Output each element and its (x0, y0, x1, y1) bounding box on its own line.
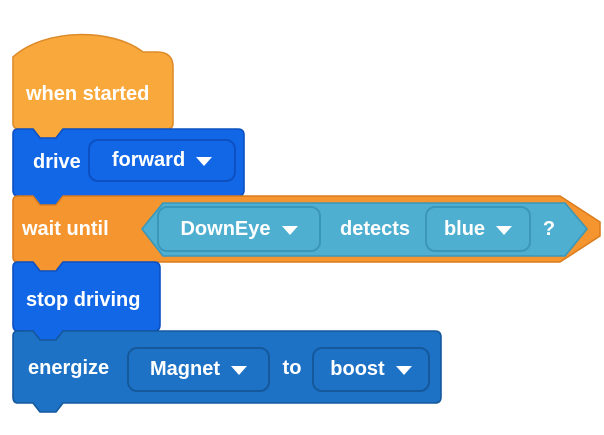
dropdown-caret-icon (281, 225, 298, 235)
stop-driving-label: stop driving (26, 289, 141, 311)
drive-direction-dropdown[interactable]: forward (88, 139, 236, 182)
drive-direction-value: forward (111, 149, 186, 171)
magnet-mode-dropdown[interactable]: boost (312, 347, 430, 392)
magnet-mode-value: boost (330, 358, 385, 380)
sensor-value: DownEye (180, 217, 271, 240)
drive-label: drive (33, 151, 81, 173)
dropdown-caret-icon (395, 366, 412, 375)
question-mark-label: ? (542, 218, 556, 240)
when-started-label: when started (26, 83, 150, 105)
dropdown-caret-icon (196, 157, 213, 166)
magnet-device-dropdown[interactable]: Magnet (127, 347, 270, 392)
wait-until-label: wait until (22, 218, 109, 240)
to-label: to (282, 357, 302, 379)
condition-hex-input[interactable] (141, 202, 588, 257)
energize-label: energize (28, 357, 110, 379)
detects-label: detects (339, 218, 411, 240)
sensor-dropdown[interactable]: DownEye (157, 206, 321, 252)
color-value: blue (443, 217, 486, 240)
dropdown-caret-icon (496, 225, 513, 235)
dropdown-caret-icon (231, 366, 247, 375)
magnet-device-value: Magnet (150, 358, 220, 380)
color-dropdown[interactable]: blue (425, 206, 531, 252)
